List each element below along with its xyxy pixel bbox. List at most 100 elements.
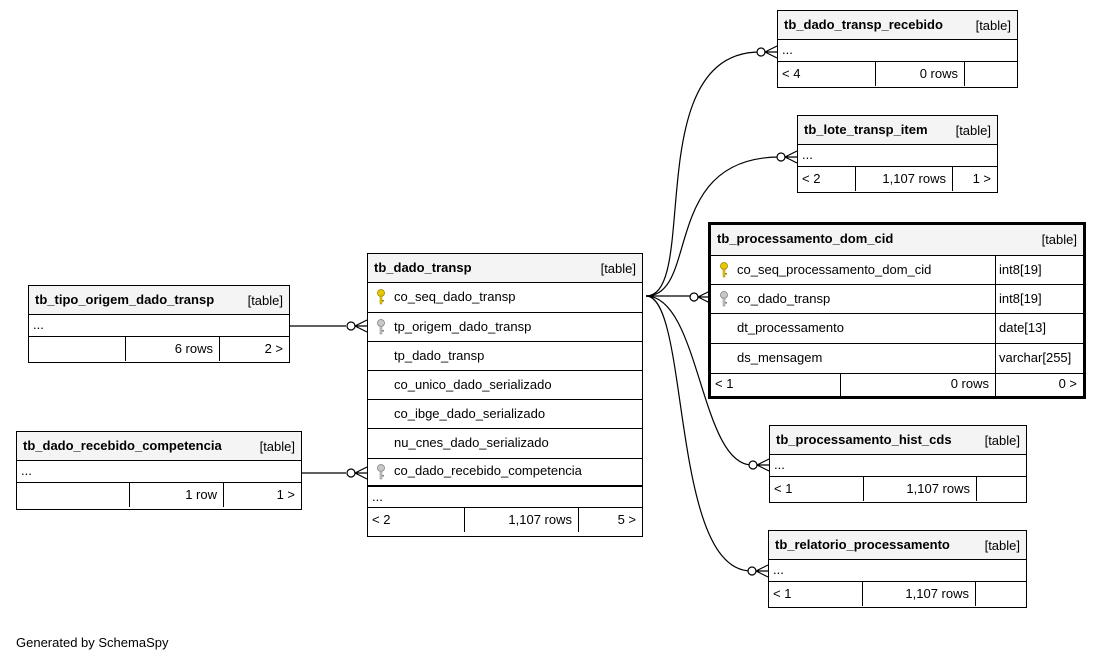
children-cell[interactable] <box>977 477 1026 501</box>
table-name[interactable]: tb_lote_transp_item <box>804 122 928 137</box>
ellipsis-text: ... <box>802 147 813 162</box>
column-row[interactable]: co_dado_recebido_competencia <box>368 459 642 486</box>
primary-key-icon <box>376 288 386 306</box>
ellipsis-row: ... <box>29 315 289 337</box>
rows-cell: 1,107 rows <box>465 508 579 532</box>
parents-cell[interactable]: < 1 <box>769 582 863 606</box>
table-name[interactable]: tb_relatorio_processamento <box>775 537 950 552</box>
column-row[interactable]: ds_mensagem varchar[255] <box>711 344 1083 374</box>
table-kind: [table] <box>600 261 636 276</box>
table-kind: [table] <box>984 538 1020 553</box>
children-count: 0 > <box>1058 376 1077 391</box>
parents-cell[interactable]: < 2 <box>798 167 856 191</box>
table-name[interactable]: tb_dado_transp_recebido <box>784 17 943 32</box>
column-name: co_ibge_dado_serializado <box>394 406 546 421</box>
children-cell[interactable]: 2 > <box>220 337 289 361</box>
column-row[interactable]: co_seq_dado_transp <box>368 283 642 313</box>
column-row[interactable]: co_ibge_dado_serializado <box>368 400 642 429</box>
ellipsis-row: ... <box>17 461 301 483</box>
table-tb-dado-transp[interactable]: tb_dado_transp [table] co_seq_dado_trans… <box>367 253 643 537</box>
zero-circle <box>346 468 356 478</box>
table-tb-processamento-hist-cds[interactable]: tb_processamento_hist_cds [table] ... < … <box>769 425 1027 503</box>
parents-count: < 1 <box>715 376 734 391</box>
crowfoot <box>354 319 368 333</box>
row-count: 0 rows <box>950 376 989 391</box>
parents-cell[interactable]: < 1 <box>770 477 864 501</box>
table-tb-tipo-origem-dado-transp[interactable]: tb_tipo_origem_dado_transp [table] ... 6… <box>28 285 290 363</box>
column-type: varchar[255] <box>999 350 1072 365</box>
parents-count: < 2 <box>372 512 391 527</box>
ellipsis-text: ... <box>33 317 44 332</box>
table-kind: [table] <box>1041 232 1077 247</box>
children-cell[interactable]: 1 > <box>224 483 301 507</box>
ellipsis-text: ... <box>372 489 383 504</box>
parents-count: < 1 <box>774 481 793 496</box>
table-name[interactable]: tb_dado_recebido_competencia <box>23 438 222 453</box>
foreign-key-icon <box>376 463 386 481</box>
children-cell[interactable] <box>965 62 1017 86</box>
zero-circle <box>748 460 758 470</box>
parents-cell[interactable]: < 2 <box>368 508 465 532</box>
foreign-key-icon <box>719 290 729 308</box>
table-header: tb_processamento_dom_cid [table] <box>711 225 1083 256</box>
relation-line <box>645 295 752 572</box>
rows-cell: 0 rows <box>841 374 996 397</box>
crowfoot <box>764 45 778 59</box>
column-row[interactable]: co_unico_dado_serializado <box>368 371 642 400</box>
generated-by-credit[interactable]: Generated by SchemaSpy <box>16 635 169 650</box>
foreign-key-icon <box>376 318 386 336</box>
column-name: nu_cnes_dado_serializado <box>394 435 549 450</box>
children-cell[interactable] <box>976 582 1026 606</box>
table-name[interactable]: tb_processamento_hist_cds <box>776 432 952 447</box>
table-tb-dado-recebido-competencia[interactable]: tb_dado_recebido_competencia [table] ...… <box>16 431 302 510</box>
rows-cell: 0 rows <box>876 62 965 86</box>
rows-cell: 1,107 rows <box>856 167 953 191</box>
table-tb-relatorio-processamento[interactable]: tb_relatorio_processamento [table] ... <… <box>768 530 1027 608</box>
column-row[interactable]: co_seq_processamento_dom_cid int8[19] <box>711 256 1083 285</box>
column-row[interactable]: co_dado_transp int8[19] <box>711 285 1083 314</box>
children-cell[interactable]: 5 > <box>579 508 642 532</box>
column-row[interactable]: dt_processamento date[13] <box>711 314 1083 344</box>
relation-line <box>645 295 753 466</box>
table-kind: [table] <box>259 439 295 454</box>
table-tb-processamento-dom-cid[interactable]: tb_processamento_dom_cid [table] co_seq_… <box>708 222 1086 399</box>
relation-line <box>645 156 781 297</box>
table-footer: < 2 1,107 rows 5 > <box>368 508 642 532</box>
table-kind: [table] <box>247 293 283 308</box>
column-row[interactable]: nu_cnes_dado_serializado <box>368 429 642 459</box>
children-count: 2 > <box>264 341 283 356</box>
table-name[interactable]: tb_dado_transp <box>374 260 472 275</box>
table-footer: < 2 1,107 rows 1 > <box>798 167 997 191</box>
column-name: co_dado_recebido_competencia <box>394 463 582 478</box>
column-type: date[13] <box>999 320 1046 335</box>
table-footer: < 4 0 rows <box>778 62 1017 86</box>
crowfoot <box>784 150 798 164</box>
column-name: co_seq_processamento_dom_cid <box>737 262 932 277</box>
zero-circle <box>346 321 356 331</box>
parents-cell[interactable]: < 1 <box>711 374 841 397</box>
rows-cell: 6 rows <box>126 337 220 361</box>
table-footer: 6 rows 2 > <box>29 337 289 361</box>
children-cell[interactable]: 1 > <box>953 167 997 191</box>
column-row[interactable]: tp_dado_transp <box>368 342 642 371</box>
parents-cell[interactable] <box>17 483 130 507</box>
row-count: 1,107 rows <box>906 481 970 496</box>
ellipsis-row: ... <box>769 560 1026 582</box>
children-cell[interactable]: 0 > <box>996 374 1083 397</box>
column-name: tp_dado_transp <box>394 348 485 363</box>
column-row[interactable]: tp_origem_dado_transp <box>368 313 642 342</box>
table-footer: 1 row 1 > <box>17 483 301 507</box>
row-count: 1,107 rows <box>508 512 572 527</box>
table-header: tb_dado_transp [table] <box>368 254 642 283</box>
ellipsis-text: ... <box>21 463 32 478</box>
parents-cell[interactable]: < 4 <box>778 62 876 86</box>
table-name[interactable]: tb_processamento_dom_cid <box>717 231 894 246</box>
table-tb-lote-transp-item[interactable]: tb_lote_transp_item [table] ... < 2 1,10… <box>797 115 998 193</box>
row-count: 1 row <box>185 487 217 502</box>
table-name[interactable]: tb_tipo_origem_dado_transp <box>35 292 215 307</box>
crowfoot <box>354 466 368 480</box>
parents-cell[interactable] <box>29 337 126 361</box>
column-name: ds_mensagem <box>737 350 823 365</box>
table-tb-dado-transp-recebido[interactable]: tb_dado_transp_recebido [table] ... < 4 … <box>777 10 1018 88</box>
